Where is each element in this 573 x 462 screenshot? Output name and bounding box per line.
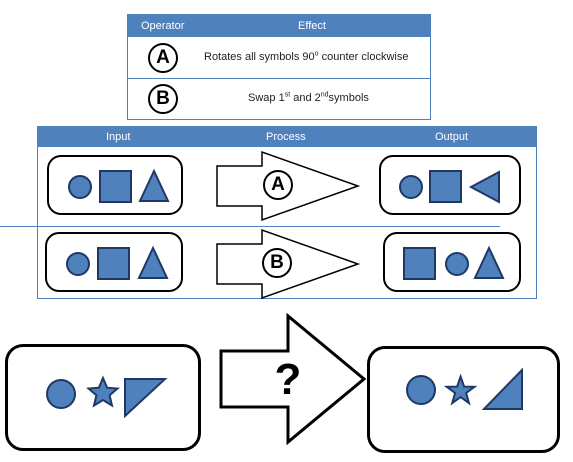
legend-header-operator: Operator: [141, 20, 185, 32]
example-b-input-panel: [45, 232, 183, 292]
effect-b-post: symbols: [328, 92, 369, 104]
circle-symbol: [445, 252, 469, 276]
operator-b-badge: B: [148, 84, 178, 114]
star-symbol: [443, 373, 478, 406]
legend-effect-b: Swap 1st and 2ndsymbols: [248, 91, 369, 104]
legend-effect-a: Rotates all symbols 90o counter clockwis…: [204, 50, 409, 63]
legend-row-a: A Rotates all symbols 90o counter clockw…: [128, 37, 430, 78]
example-b-output-symbols: [403, 245, 505, 280]
legend-row-b: B Swap 1st and 2ndsymbols: [128, 78, 430, 120]
example-a-output-symbols: [399, 170, 500, 204]
star-symbol: [86, 375, 120, 408]
question-input-symbols: [46, 375, 168, 419]
process-header: Input Process Output: [38, 127, 536, 147]
rotated-triangle-symbol: [468, 170, 500, 204]
triangle-symbol: [473, 245, 505, 279]
right-triangle-symbol: [124, 378, 168, 419]
process-header-process: Process: [266, 131, 306, 143]
example-a-output-panel: [379, 155, 521, 215]
effect-b-pre: Swap 1: [248, 92, 285, 104]
question-output-panel: [367, 346, 560, 453]
effect-b-sup2: nd: [320, 91, 329, 99]
effect-b-sup1: st: [284, 91, 291, 99]
question-input-panel: [5, 344, 201, 451]
question-process-arrow: [219, 312, 367, 446]
example-a-input-symbols: [68, 168, 170, 203]
example-a-operator-badge: A: [263, 170, 293, 200]
circle-symbol: [406, 375, 436, 405]
operator-legend-table: Operator Effect A Rotates all symbols 90…: [127, 14, 431, 120]
circle-symbol: [66, 252, 90, 276]
example-b-input-symbols: [66, 245, 169, 280]
square-symbol: [99, 170, 132, 203]
legend-header-effect: Effect: [298, 20, 326, 32]
circle-symbol: [46, 379, 76, 409]
circle-symbol: [399, 175, 423, 199]
example-b-operator-badge: B: [262, 248, 292, 278]
square-symbol: [429, 170, 462, 203]
question-mark: ?: [274, 355, 302, 404]
effect-a-text: Rotates all symbols 90: [204, 51, 315, 63]
effect-b-mid: and 2: [290, 92, 321, 104]
process-header-output: Output: [435, 131, 469, 143]
triangle-symbol: [138, 168, 170, 202]
process-header-input: Input: [106, 131, 131, 143]
question-output-symbols: [406, 367, 523, 410]
legend-header: Operator Effect: [128, 15, 430, 37]
operator-a-badge: A: [148, 43, 178, 73]
right-triangle-symbol: [481, 367, 523, 410]
effect-a-degree: o: [314, 50, 319, 58]
process-row-divider: [0, 226, 500, 227]
example-a-input-panel: [47, 155, 183, 215]
effect-a-tail: counter clockwise: [318, 51, 409, 63]
circle-symbol: [68, 175, 92, 199]
square-symbol: [97, 247, 130, 280]
triangle-symbol: [137, 245, 169, 279]
square-symbol: [403, 247, 436, 280]
example-b-output-panel: [383, 232, 521, 292]
